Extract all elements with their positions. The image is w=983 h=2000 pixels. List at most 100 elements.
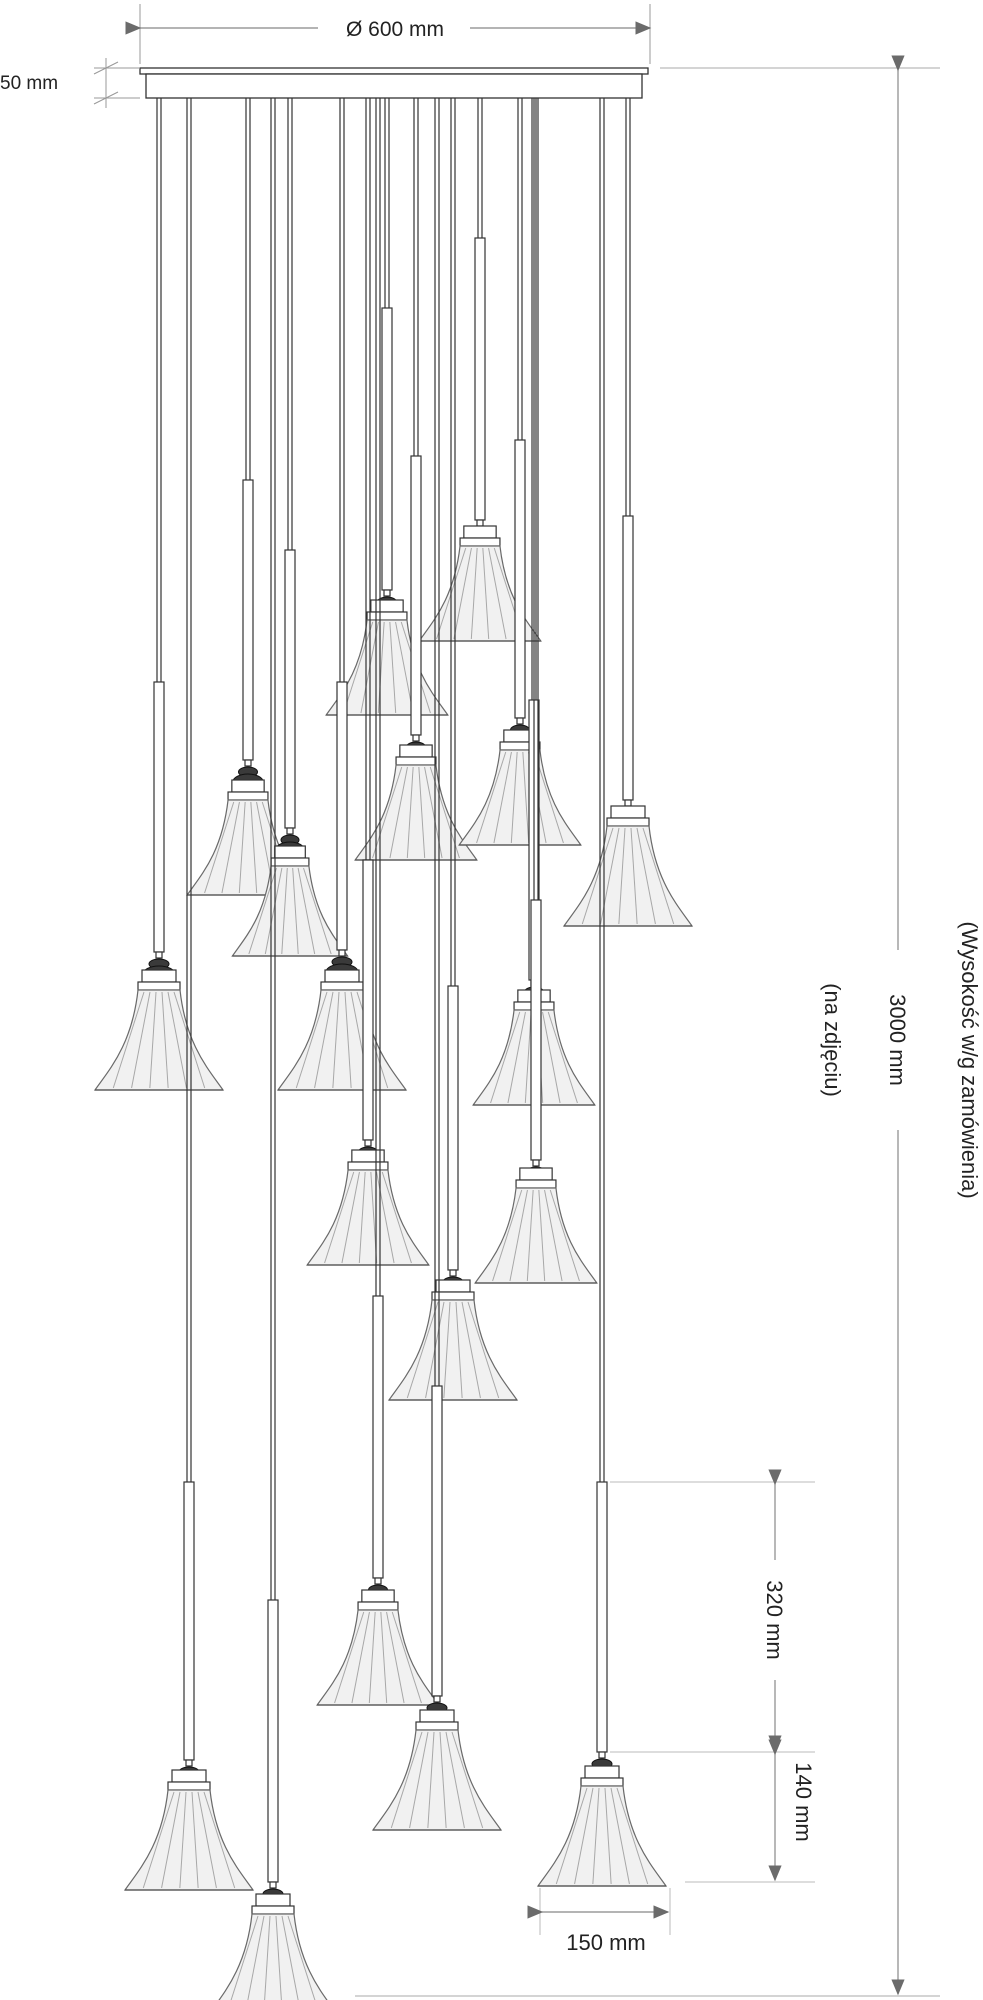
canopy xyxy=(139,67,649,99)
shade-rib xyxy=(439,1731,447,1829)
glass-shade xyxy=(123,1789,255,1891)
shade-rib xyxy=(470,547,478,640)
shade-rib xyxy=(381,1171,412,1264)
shade-rib xyxy=(221,801,240,894)
shade-rib xyxy=(281,1915,299,2000)
shade-rib xyxy=(390,1731,423,1829)
shade-rib xyxy=(455,1301,463,1399)
pendant-rod xyxy=(362,859,374,1141)
pendant-lamp xyxy=(276,98,408,1091)
shade-rib xyxy=(445,1731,465,1829)
shade-rib xyxy=(427,1731,435,1829)
glass-shade xyxy=(218,1913,328,2000)
shade-collar xyxy=(610,805,646,819)
pendant-group xyxy=(93,98,694,2000)
shade-rib xyxy=(368,1611,376,1704)
shade-rib xyxy=(544,1189,563,1282)
pendant-lamp xyxy=(316,98,440,1706)
shade-rib xyxy=(524,1011,532,1104)
shade-rib xyxy=(324,1171,355,1264)
rod-joint xyxy=(532,1159,540,1167)
shade-collar xyxy=(231,779,265,793)
shade-rib xyxy=(522,751,530,844)
shade-rib xyxy=(380,1611,388,1704)
shade-collar xyxy=(435,1279,471,1293)
pendant-lamp xyxy=(562,98,694,927)
shade-collar xyxy=(584,1765,620,1779)
shade-rib xyxy=(167,991,187,1089)
pendant-lamp xyxy=(218,98,328,2000)
shade-collar xyxy=(395,756,437,766)
shade-collar xyxy=(347,1161,389,1171)
shade-rib xyxy=(616,1787,649,1885)
shade-collar xyxy=(137,981,181,991)
pendant-rod xyxy=(447,985,459,1271)
pendant-lamp xyxy=(231,98,349,957)
shade-collar xyxy=(519,1167,553,1181)
total-height-dimension: 3000 mm (Wysokość w/g zamówienia) (na zd… xyxy=(355,55,982,1997)
shade-rib xyxy=(343,621,374,714)
shade-rib xyxy=(230,1915,259,2000)
shade-rib xyxy=(386,1611,405,1704)
shade-collar xyxy=(419,1709,455,1723)
glass-shade xyxy=(316,1609,440,1706)
height-note-photo: (na zdjęciu) xyxy=(820,983,845,1097)
pendant-rod xyxy=(431,1385,443,1697)
shade-rib xyxy=(636,827,656,925)
shade-collar xyxy=(351,1149,385,1163)
canopy-height-label: 50 mm xyxy=(0,73,58,94)
shade-rib xyxy=(507,1011,526,1104)
rod-joint xyxy=(449,1269,457,1277)
rod-length-label: 320 mm xyxy=(762,1580,787,1659)
glass-shade xyxy=(474,1187,598,1284)
height-note-order: (Wysokość w/g zamówienia) xyxy=(957,921,982,1198)
rod-joint xyxy=(364,1139,372,1147)
shade-collar xyxy=(431,1291,475,1301)
shade-collar xyxy=(324,969,360,983)
shade-collar xyxy=(141,969,177,983)
shade-collar xyxy=(580,1777,624,1787)
shade-collar xyxy=(357,1601,399,1611)
shade-rib xyxy=(247,1915,265,2000)
shade-rib xyxy=(581,827,614,925)
shade-collar xyxy=(227,791,269,801)
shade-rib xyxy=(297,867,316,955)
shade-collar xyxy=(366,611,408,621)
glass-shade xyxy=(371,1729,503,1831)
pendant-rod xyxy=(474,237,486,521)
canopy-diameter-dimension: Ø 600 mm xyxy=(125,4,652,64)
shade-rib xyxy=(332,991,340,1089)
shade-rib xyxy=(389,766,408,859)
shade-collar xyxy=(463,525,497,539)
shade-rib xyxy=(451,1731,484,1829)
shade-rib xyxy=(197,1791,217,1889)
glass-shade xyxy=(354,764,478,861)
shade-collar xyxy=(167,1781,211,1791)
shade-rib xyxy=(592,1787,600,1885)
rod-joint xyxy=(412,734,420,742)
rod-joint xyxy=(286,827,294,835)
shade-rib xyxy=(538,1189,546,1282)
pendant-rod xyxy=(183,1481,195,1761)
shade-rib xyxy=(142,1791,175,1889)
glass-shade xyxy=(276,989,408,1091)
shade-collar xyxy=(255,1893,291,1907)
total-height-label: 3000 mm xyxy=(885,994,910,1086)
canopy-diameter-label: Ø 600 mm xyxy=(346,18,444,41)
shade-height-label: 140 mm xyxy=(791,1762,816,1841)
shade-collar xyxy=(251,1905,295,1915)
shade-collar xyxy=(415,1721,459,1731)
shade-rib xyxy=(131,991,151,1089)
shade-rib xyxy=(203,1791,236,1889)
shade-rib xyxy=(443,1301,451,1399)
shade-rib xyxy=(604,1787,612,1885)
shade-rib xyxy=(526,1189,534,1282)
shade-rib xyxy=(281,867,288,955)
shade-rib xyxy=(264,1915,271,2000)
pendant-lamp xyxy=(536,98,668,1887)
rod-joint xyxy=(624,799,632,807)
shade-rib xyxy=(248,867,277,955)
shade-rib xyxy=(409,1731,429,1829)
shade-rib xyxy=(292,867,299,955)
shade-height-dimension: 140 mm xyxy=(685,1739,816,1883)
